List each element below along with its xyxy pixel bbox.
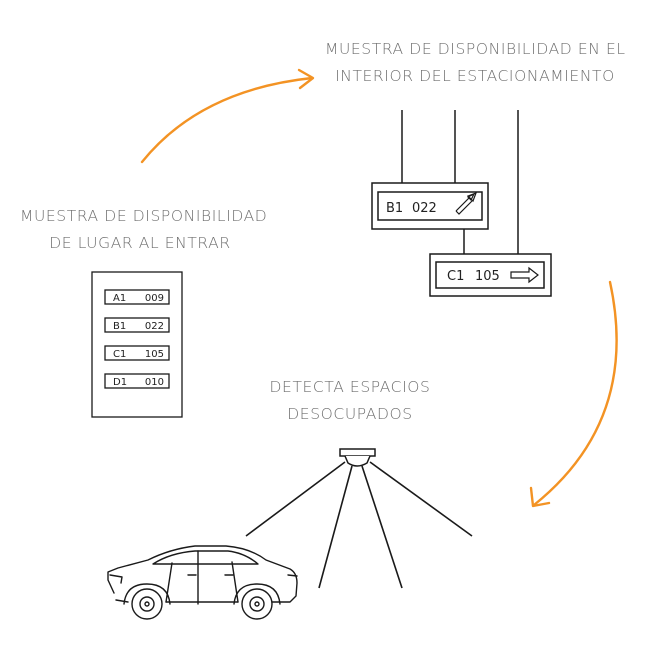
- entry-row-level: A1: [113, 293, 126, 304]
- entry-row-count: 105: [145, 349, 164, 360]
- entry-availability-panel: A1 009 B1 022 C1 105 D1 010: [91, 271, 183, 418]
- interior-sign-c1: C1 105: [429, 253, 552, 297]
- entry-panel-row: A1 009: [104, 289, 170, 305]
- entry-panel-row: D1 010: [104, 373, 170, 389]
- entry-row-count: 009: [145, 293, 164, 304]
- entry-row-level: D1: [113, 377, 127, 388]
- sensor-beams: [245, 461, 473, 589]
- interior-sign-level: C1: [447, 269, 464, 284]
- entry-row-count: 010: [145, 377, 164, 388]
- interior-sign-level: B1: [386, 201, 403, 216]
- interior-signs: B1 022 C1 105: [371, 110, 552, 297]
- entry-caption-line2: DE LUGAR AL ENTRAR: [49, 234, 231, 252]
- car-illustration: [107, 545, 298, 620]
- interior-sign-count: 105: [475, 269, 500, 284]
- interior-availability-caption: MUESTRA DE DISPONIBILIDAD EN EL INTERIOR…: [325, 36, 625, 90]
- interior-sign-b1: B1 022: [371, 182, 489, 230]
- entry-panel-row: B1 022: [104, 317, 170, 333]
- detect-spaces-caption: DETECTA ESPACIOS DESOCUPADOS: [250, 374, 450, 428]
- ceiling-sensor: [245, 448, 473, 589]
- car-wheel-rear: [233, 583, 281, 620]
- entry-availability-caption: MUESTRA DE DISPONIBILIDAD DE LUGAR AL EN…: [20, 203, 268, 257]
- interior-sign-count: 022: [412, 201, 437, 216]
- arrow-up-right-icon: [455, 191, 478, 215]
- arrow-right-icon: [510, 266, 539, 284]
- flow-arrow-interior-to-detection: [529, 280, 618, 508]
- entry-row-count: 022: [145, 321, 164, 332]
- flow-arrow-entry-to-interior: [140, 68, 315, 164]
- detect-caption-line2: DESOCUPADOS: [287, 405, 413, 423]
- car-wheel-front: [123, 583, 171, 620]
- interior-caption-line1: MUESTRA DE DISPONIBILIDAD EN EL: [325, 40, 626, 58]
- entry-panel-row: C1 105: [104, 345, 170, 361]
- entry-row-level: C1: [113, 349, 126, 360]
- car-windows: [152, 550, 259, 565]
- entry-row-level: B1: [113, 321, 126, 332]
- entry-caption-line1: MUESTRA DE DISPONIBILIDAD: [20, 207, 268, 225]
- interior-caption-line2: INTERIOR DEL ESTACIONAMIENTO: [335, 67, 615, 85]
- detect-caption-line1: DETECTA ESPACIOS: [269, 378, 431, 396]
